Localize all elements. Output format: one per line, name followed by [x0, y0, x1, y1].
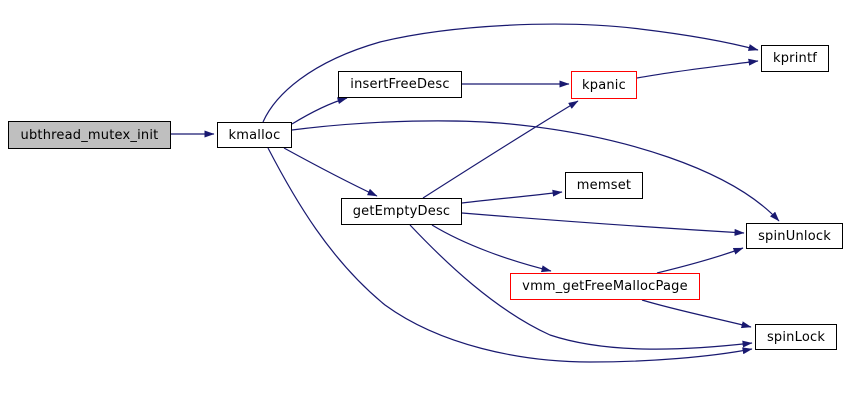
edge-vmm_getFreeMallocPage-spinUnlock [656, 247, 744, 274]
edge-kmalloc-spinLock [267, 147, 753, 363]
edge-kmalloc-insertFreeDesc [291, 97, 348, 125]
edge-kmalloc-getEmptyDesc [283, 147, 378, 197]
node-getEmptyDesc[interactable]: getEmptyDesc [341, 198, 462, 225]
node-kmalloc[interactable]: kmalloc [217, 122, 292, 148]
node-vmm_getFreeMallocPage[interactable]: vmm_getFreeMallocPage [510, 273, 700, 300]
edge-getEmptyDesc-spinLock [409, 224, 753, 350]
edge-getEmptyDesc-spinUnlock [461, 212, 745, 236]
node-spinLock[interactable]: spinLock [755, 324, 837, 350]
node-kpanic[interactable]: kpanic [571, 71, 637, 99]
edge-kmalloc-spinUnlock [291, 120, 780, 222]
edge-getEmptyDesc-kpanic [422, 100, 579, 199]
edge-kmalloc-kprintf [262, 23, 759, 123]
node-ubthread_mutex_init: ubthread_mutex_init [8, 121, 171, 149]
node-spinUnlock[interactable]: spinUnlock [746, 223, 843, 249]
edge-kpanic-kprintf [636, 58, 759, 79]
edge-vmm_getFreeMallocPage-spinLock [641, 299, 752, 329]
node-insertFreeDesc[interactable]: insertFreeDesc [338, 71, 462, 98]
edge-getEmptyDesc-memset [461, 189, 563, 204]
node-memset[interactable]: memset [565, 172, 643, 199]
edge-getEmptyDesc-vmm_getFreeMallocPage [431, 224, 552, 273]
node-kprintf[interactable]: kprintf [761, 45, 829, 72]
